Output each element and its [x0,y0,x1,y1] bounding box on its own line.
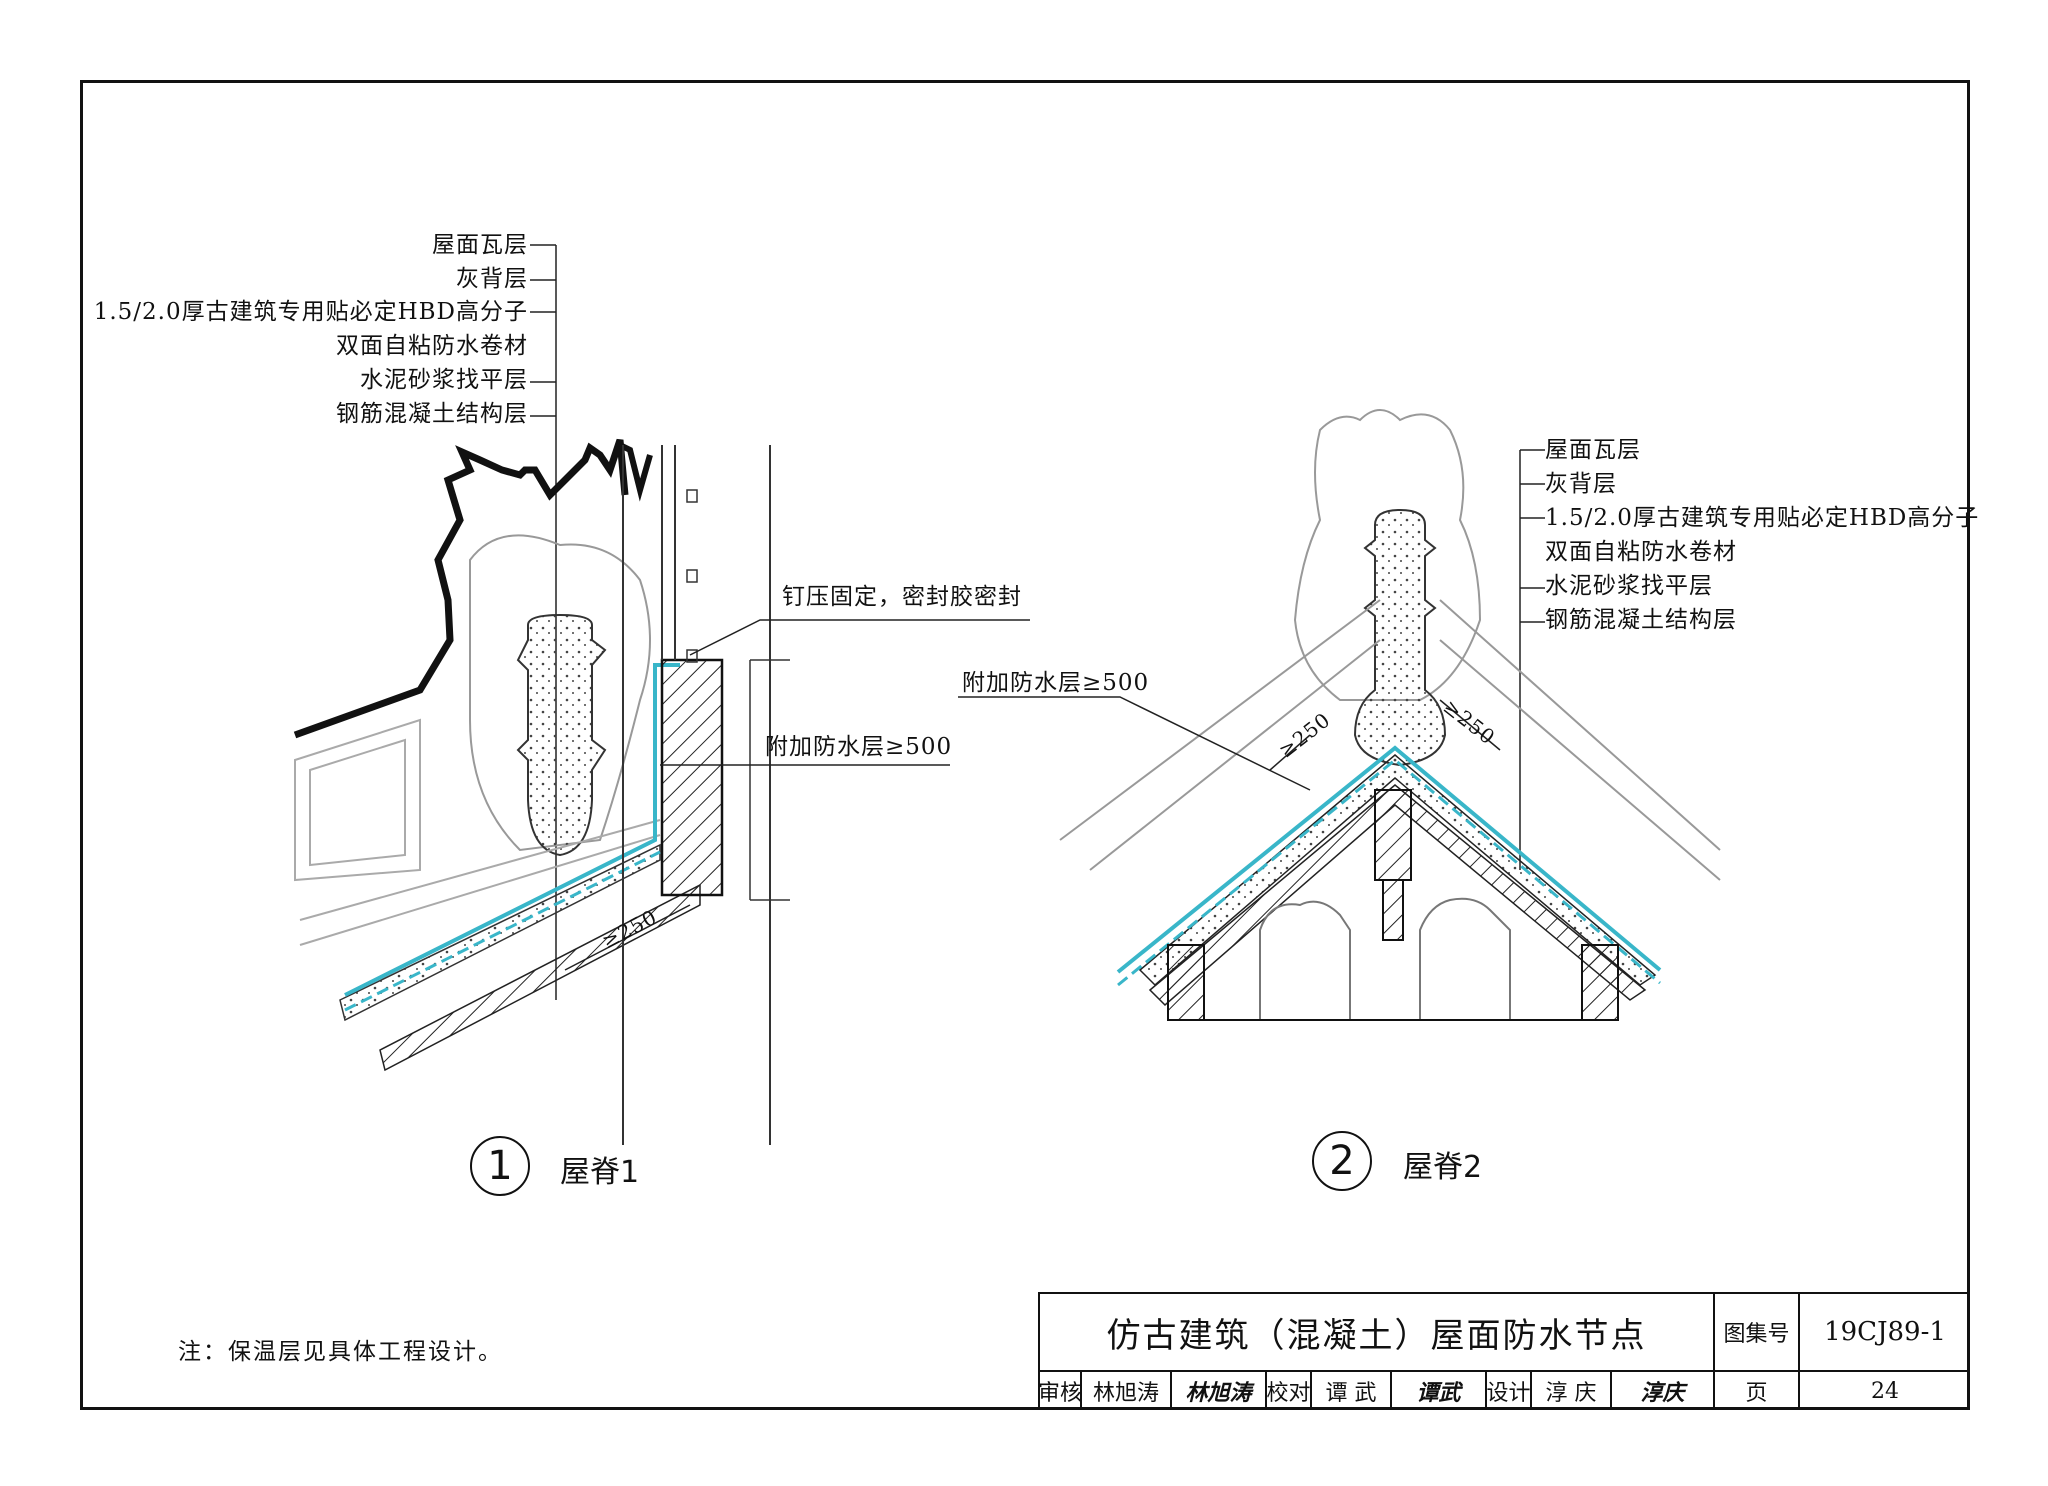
title-block: 仿古建筑（混凝土）屋面防水节点 图集号 19CJ89-1 审核 林旭涛 林旭涛 … [1038,1292,1970,1410]
d1-layer-membrane-2: 双面自粘防水卷材 [336,333,528,359]
atlas-number: 19CJ89-1 [1798,1292,1970,1370]
designer-name: 淳 庆 [1530,1370,1610,1410]
d2-layer-membrane-1: 1.5/2.0厚古建筑专用贴必定HBD高分子 [1545,505,1980,531]
d1-layer-membrane-1: 1.5/2.0厚古建筑专用贴必定HBD高分子 [93,299,528,325]
detail-1-drawing [293,244,1030,1145]
d2-title: 屋脊2 [1403,1150,1483,1185]
detail-2-drawing [958,409,1721,1021]
d1-title: 屋脊1 [560,1155,640,1190]
d1-callout-fix: 钉压固定，密封胶密封 [782,584,1022,610]
d2-number-circle: 2 [1312,1131,1372,1191]
reviewer-signature: 林旭涛 [1170,1370,1265,1410]
atlas-label: 图集号 [1713,1292,1798,1370]
page-number: 24 [1798,1370,1970,1410]
d1-number-circle: 1 [470,1136,530,1196]
d2-layer-membrane-2: 双面自粘防水卷材 [1545,539,1737,565]
drawing-title: 仿古建筑（混凝土）屋面防水节点 [1038,1292,1713,1370]
d2-layer-tile: 屋面瓦层 [1545,437,1641,463]
d1-layer-concrete: 钢筋混凝土结构层 [336,401,528,427]
d2-layer-concrete: 钢筋混凝土结构层 [1545,607,1737,633]
d1-callout-extra: 附加防水层≥500 [765,734,953,760]
review-label: 审核 [1038,1370,1082,1410]
reviewer-name: 林旭涛 [1080,1370,1170,1410]
d1-layer-tile: 屋面瓦层 [432,232,528,258]
d1-layer-mortar: 水泥砂浆找平层 [360,367,528,393]
page-label: 页 [1713,1370,1798,1410]
d1-layer-ash-back: 灰背层 [456,266,528,292]
designer-signature: 淳庆 [1610,1370,1713,1410]
checker-name: 谭 武 [1310,1370,1390,1410]
d2-callout-extra: 附加防水层≥500 [962,670,1150,696]
design-note: 注：保温层见具体工程设计。 [178,1339,503,1365]
design-label: 设计 [1485,1370,1531,1410]
d2-layer-ash-back: 灰背层 [1545,471,1617,497]
checker-signature: 谭武 [1390,1370,1485,1410]
check-label: 校对 [1265,1370,1311,1410]
drawing-frame [80,80,1970,1410]
d2-layer-mortar: 水泥砂浆找平层 [1545,573,1713,599]
